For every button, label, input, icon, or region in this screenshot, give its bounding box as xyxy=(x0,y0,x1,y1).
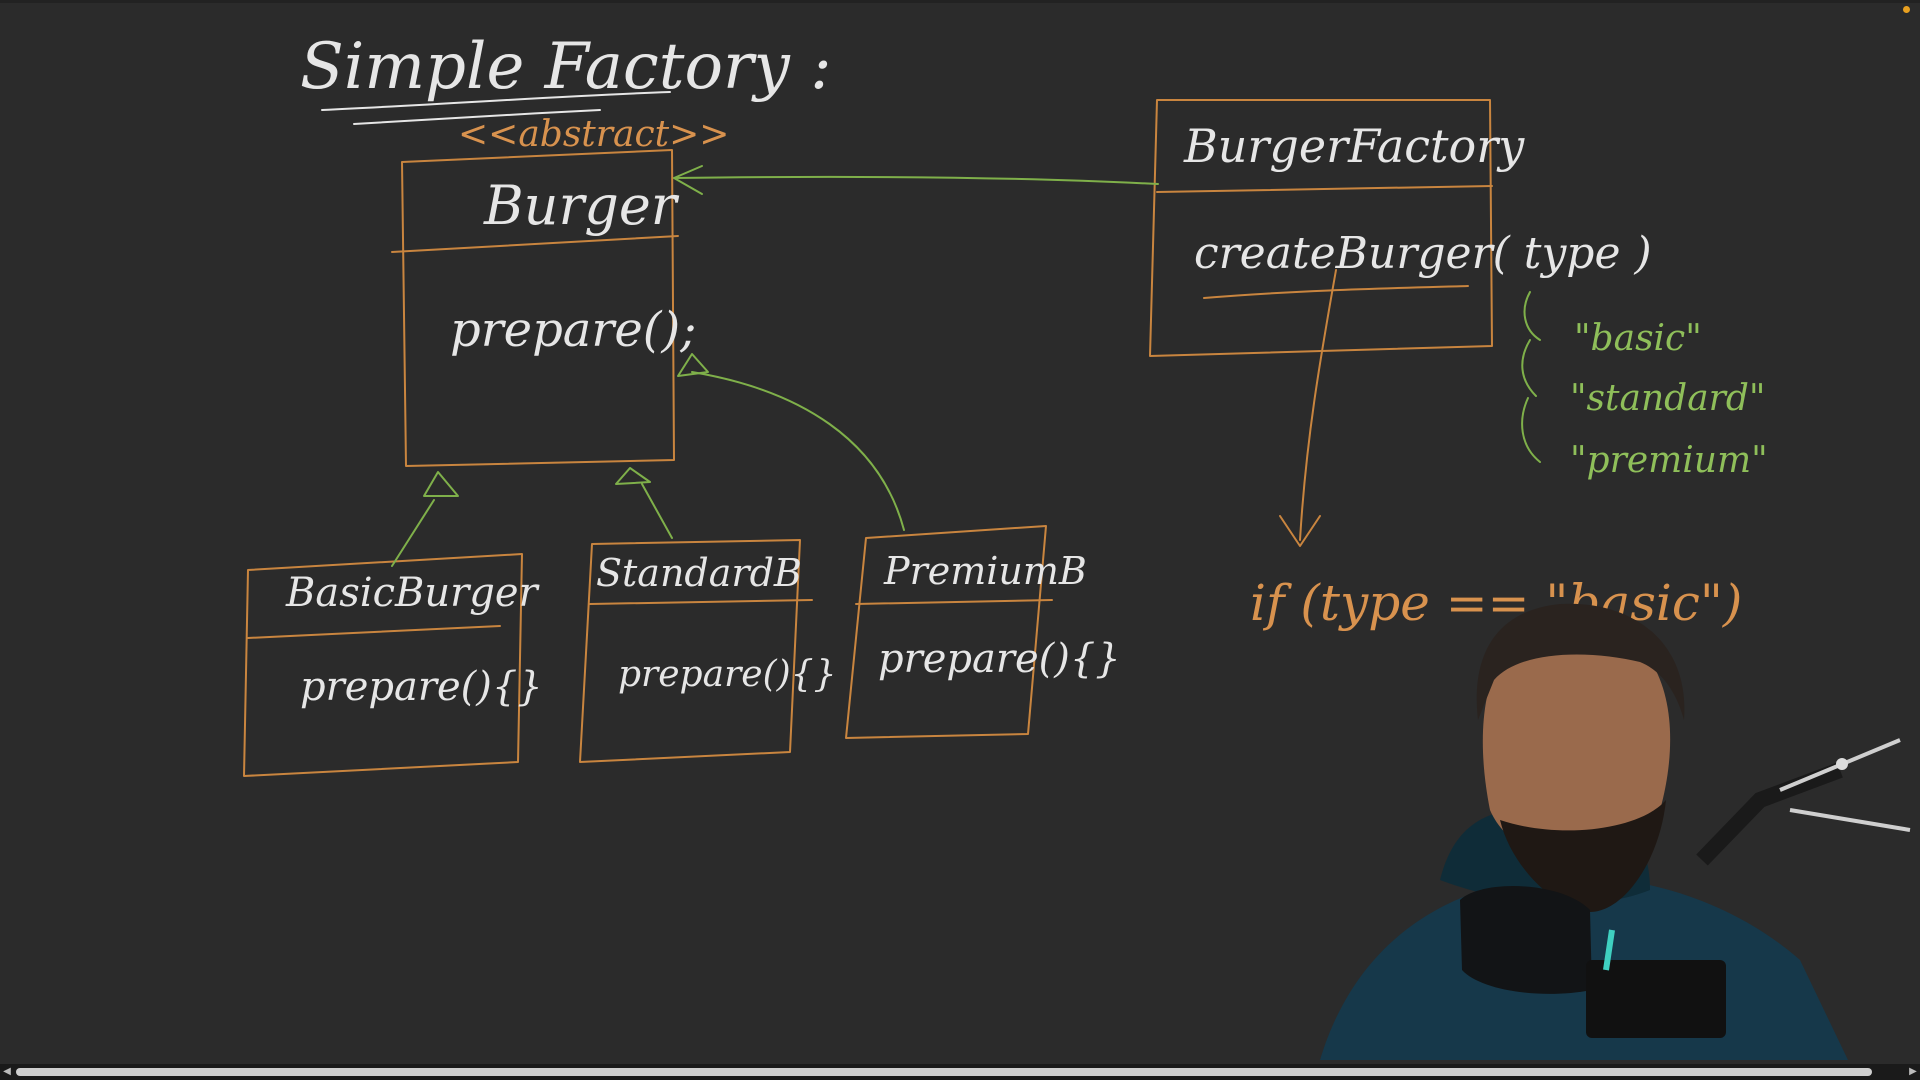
standard-burger-class-name: StandardB xyxy=(596,551,802,595)
burger-factory-class-name: BurgerFactory xyxy=(1183,119,1525,173)
premium-inherits-burger-arrow xyxy=(677,353,905,531)
presenter-webcam-overlay xyxy=(1320,603,1911,1060)
basic-burger-method: prepare(){} xyxy=(300,664,543,710)
type-value-basic: "basic" xyxy=(1574,318,1702,359)
standard-burger-class-box xyxy=(579,539,813,763)
burger-method: prepare(); xyxy=(450,302,696,358)
create-burger-underline xyxy=(1203,285,1469,299)
burger-class-box xyxy=(391,149,679,467)
title-underline xyxy=(321,91,671,111)
type-value-standard: "standard" xyxy=(1570,378,1765,419)
scrollbar-thumb[interactable] xyxy=(16,1068,1872,1076)
burger-class-name: Burger xyxy=(483,174,680,237)
type-condition: if (type == "basic") xyxy=(1250,574,1742,632)
standard-burger-method: prepare(){} xyxy=(618,654,836,695)
type-value-premium: "premium" xyxy=(1570,440,1768,481)
create-burger-method: createBurger( type ) xyxy=(1194,228,1652,279)
create-to-condition-arrow xyxy=(1299,269,1337,541)
standard-inherits-burger-arrow xyxy=(615,467,673,539)
scroll-left-arrow-icon[interactable]: ◀ xyxy=(3,1066,11,1077)
type-values-bracket xyxy=(1521,291,1541,463)
title-underline-2 xyxy=(353,109,601,125)
factory-to-burger-arrow xyxy=(673,175,1159,185)
premium-burger-class-box xyxy=(845,525,1053,739)
horizontal-scrollbar[interactable]: ◀ ▶ xyxy=(0,1064,1920,1080)
burger-factory-class-box xyxy=(1149,99,1493,357)
diagram-title: Simple Factory : xyxy=(300,30,832,104)
basic-burger-class-name: BasicBurger xyxy=(285,570,541,616)
basic-burger-class-box xyxy=(243,553,523,777)
create-to-condition-arrowhead xyxy=(1279,515,1321,547)
factory-to-burger-arrowhead xyxy=(673,165,703,195)
basic-inherits-burger-arrow xyxy=(391,471,459,567)
premium-burger-class-name: PremiumB xyxy=(883,549,1087,593)
top-edge xyxy=(0,0,1920,3)
premium-burger-method: prepare(){} xyxy=(878,636,1121,682)
abstract-stereotype-label: <<abstract>> xyxy=(458,114,729,155)
scroll-right-arrow-icon[interactable]: ▶ xyxy=(1909,1066,1917,1077)
recording-indicator-icon xyxy=(1903,6,1910,13)
